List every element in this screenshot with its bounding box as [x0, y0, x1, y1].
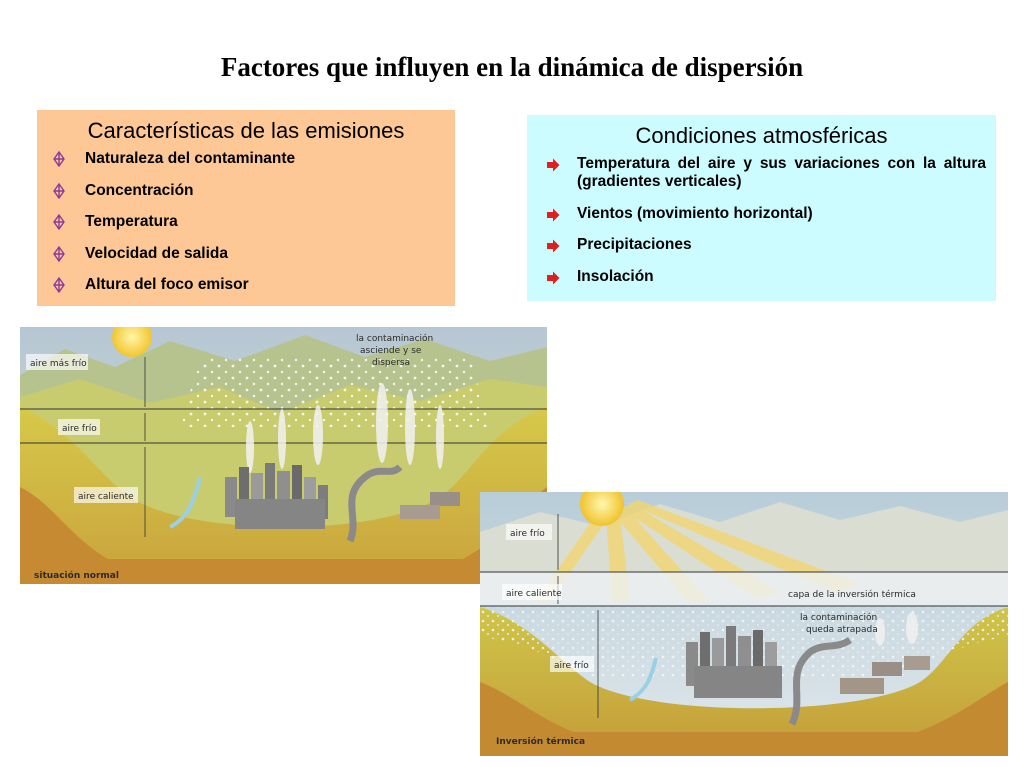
normal-note-line1: la contaminación — [356, 333, 433, 344]
atmospheric-box: Condiciones atmosféricas Temperatura del… — [527, 115, 996, 301]
emissions-item-text: Altura del foco emisor — [85, 276, 249, 294]
normal-situation-illustration: aire más frío aire frío aire caliente la… — [20, 327, 547, 584]
atmospheric-item: Insolación — [537, 268, 986, 286]
inversion-caption: Inversión térmica — [496, 736, 585, 747]
atmospheric-list: Temperatura del aire y sus variaciones c… — [537, 155, 986, 286]
emissions-item: Altura del foco emisor — [51, 276, 441, 294]
emissions-heading: Características de las emisiones — [87, 118, 405, 143]
inversion-note-line1: la contaminación — [800, 612, 877, 623]
emissions-box: Características de las emisiones Natural… — [37, 110, 455, 306]
normal-note-line2: asciende y se — [360, 346, 422, 356]
red-arrow-icon — [547, 239, 560, 253]
city-buildings — [225, 463, 328, 529]
normal-situation-diagram: aire más frío aire frío aire caliente la… — [20, 327, 547, 584]
atmospheric-item-text: Precipitaciones — [577, 236, 692, 253]
inversion-label-bottom: aire frío — [554, 661, 589, 671]
normal-label-mid: aire frío — [62, 424, 97, 434]
diamond-cross-icon — [53, 277, 65, 294]
atmospheric-item: Vientos (movimiento horizontal) — [537, 205, 986, 223]
diamond-cross-icon — [53, 245, 65, 262]
slide-title: Factores que influyen en la dinámica de … — [220, 52, 804, 82]
inversion-label-top: aire frío — [510, 529, 545, 539]
red-arrow-icon — [547, 271, 560, 284]
emissions-list: Naturaleza del contaminante Concentració… — [51, 150, 441, 294]
atmospheric-item: Precipitaciones — [537, 236, 986, 254]
inversion-note-line2: queda atrapada — [806, 625, 878, 635]
emissions-item-text: Velocidad de salida — [85, 244, 229, 262]
normal-label-bottom: aire caliente — [78, 492, 134, 502]
diamond-cross-icon — [53, 182, 65, 199]
normal-note-line3: dispersa — [372, 358, 410, 368]
red-arrow-icon — [547, 208, 560, 221]
emissions-item: Concentración — [51, 182, 441, 200]
inversion-layer-label: capa de la inversión térmica — [788, 589, 916, 600]
city-buildings — [686, 626, 782, 698]
emissions-item: Naturaleza del contaminante — [51, 150, 441, 168]
normal-label-top: aire más frío — [30, 359, 87, 369]
inversion-diagram: aire frío aire caliente aire frío capa d… — [480, 492, 1008, 756]
diamond-cross-icon — [53, 214, 65, 231]
emissions-item-text: Concentración — [85, 181, 194, 199]
normal-caption: situación normal — [34, 570, 119, 581]
diamond-cross-icon — [53, 151, 65, 167]
atmospheric-item-text: Temperatura del aire y sus variaciones c… — [577, 155, 986, 190]
emissions-item: Velocidad de salida — [51, 245, 441, 263]
emissions-item-text: Naturaleza del contaminante — [85, 150, 296, 167]
atmospheric-item-text: Vientos (movimiento horizontal) — [577, 204, 813, 222]
atmospheric-heading: Condiciones atmosféricas — [635, 123, 888, 148]
inversion-illustration: aire frío aire caliente aire frío capa d… — [480, 492, 1008, 756]
emissions-item: Temperatura — [51, 213, 441, 231]
atmospheric-item-text: Insolación — [577, 267, 654, 285]
red-arrow-icon — [547, 158, 560, 172]
emissions-item-text: Temperatura — [85, 213, 178, 231]
atmospheric-item: Temperatura del aire y sus variaciones c… — [537, 155, 986, 191]
inversion-label-mid: aire caliente — [506, 589, 562, 599]
